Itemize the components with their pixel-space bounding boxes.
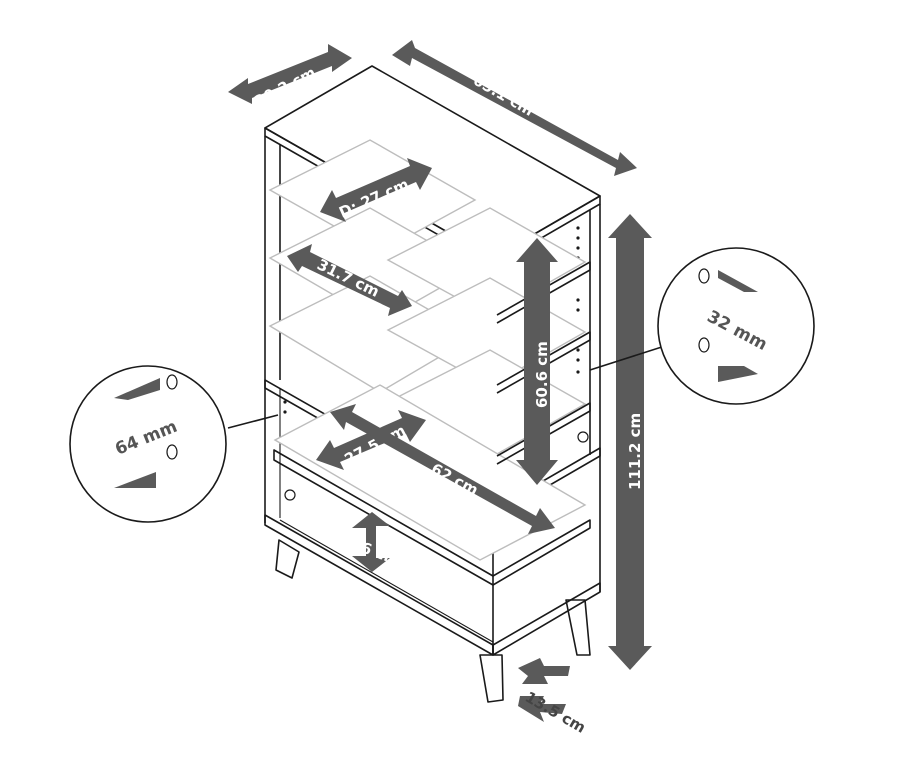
dimension-depth: 30.2 cm [228, 44, 352, 111]
arrow-shelf-depth [320, 158, 432, 222]
arrow-height [608, 214, 652, 670]
dimension-drawer-height: 16 cm [349, 512, 402, 572]
arrow-left-bottom [114, 472, 156, 488]
arrow-lower-width [330, 404, 555, 534]
arrow-upper-height [516, 238, 558, 485]
leg-front-left [275, 539, 300, 579]
dimension-width: 65.1 cm [392, 40, 637, 176]
label-height: 111.2 cm [626, 413, 644, 490]
drawer-bottom-side [492, 582, 601, 656]
arrow-right-top [718, 270, 758, 292]
arrow-right-bottom [718, 366, 758, 382]
detail-circle-right [657, 247, 815, 405]
drawer-top-edge [273, 449, 591, 586]
cabinet-top [264, 65, 601, 259]
dimension-leg-height: 13.5 cm [518, 658, 589, 737]
detail-circle-left [69, 365, 227, 523]
arrow-leg-top [518, 658, 570, 684]
dimension-upper-height: 60.6 cm [516, 238, 558, 485]
shelf-bottom [273, 384, 587, 561]
arrow-width [392, 40, 637, 176]
arrow-leg-bottom [518, 696, 566, 722]
arrow-shelf-width [287, 244, 412, 316]
leg-back-right [565, 599, 591, 656]
arrow-lower-depth [316, 410, 426, 470]
label-upper-height: 60.6 cm [533, 341, 551, 408]
arrow-depth [228, 44, 352, 104]
arrow-left-top [114, 378, 160, 400]
leg-front-right [479, 654, 504, 703]
arrow-drawer-height [352, 512, 390, 572]
dimension-height: 111.2 cm [608, 214, 652, 670]
label-width: 65.1 cm [470, 71, 537, 120]
detail-left: 64 mm [69, 365, 279, 523]
legs [275, 539, 591, 703]
detail-right: 32 mm [589, 247, 815, 405]
